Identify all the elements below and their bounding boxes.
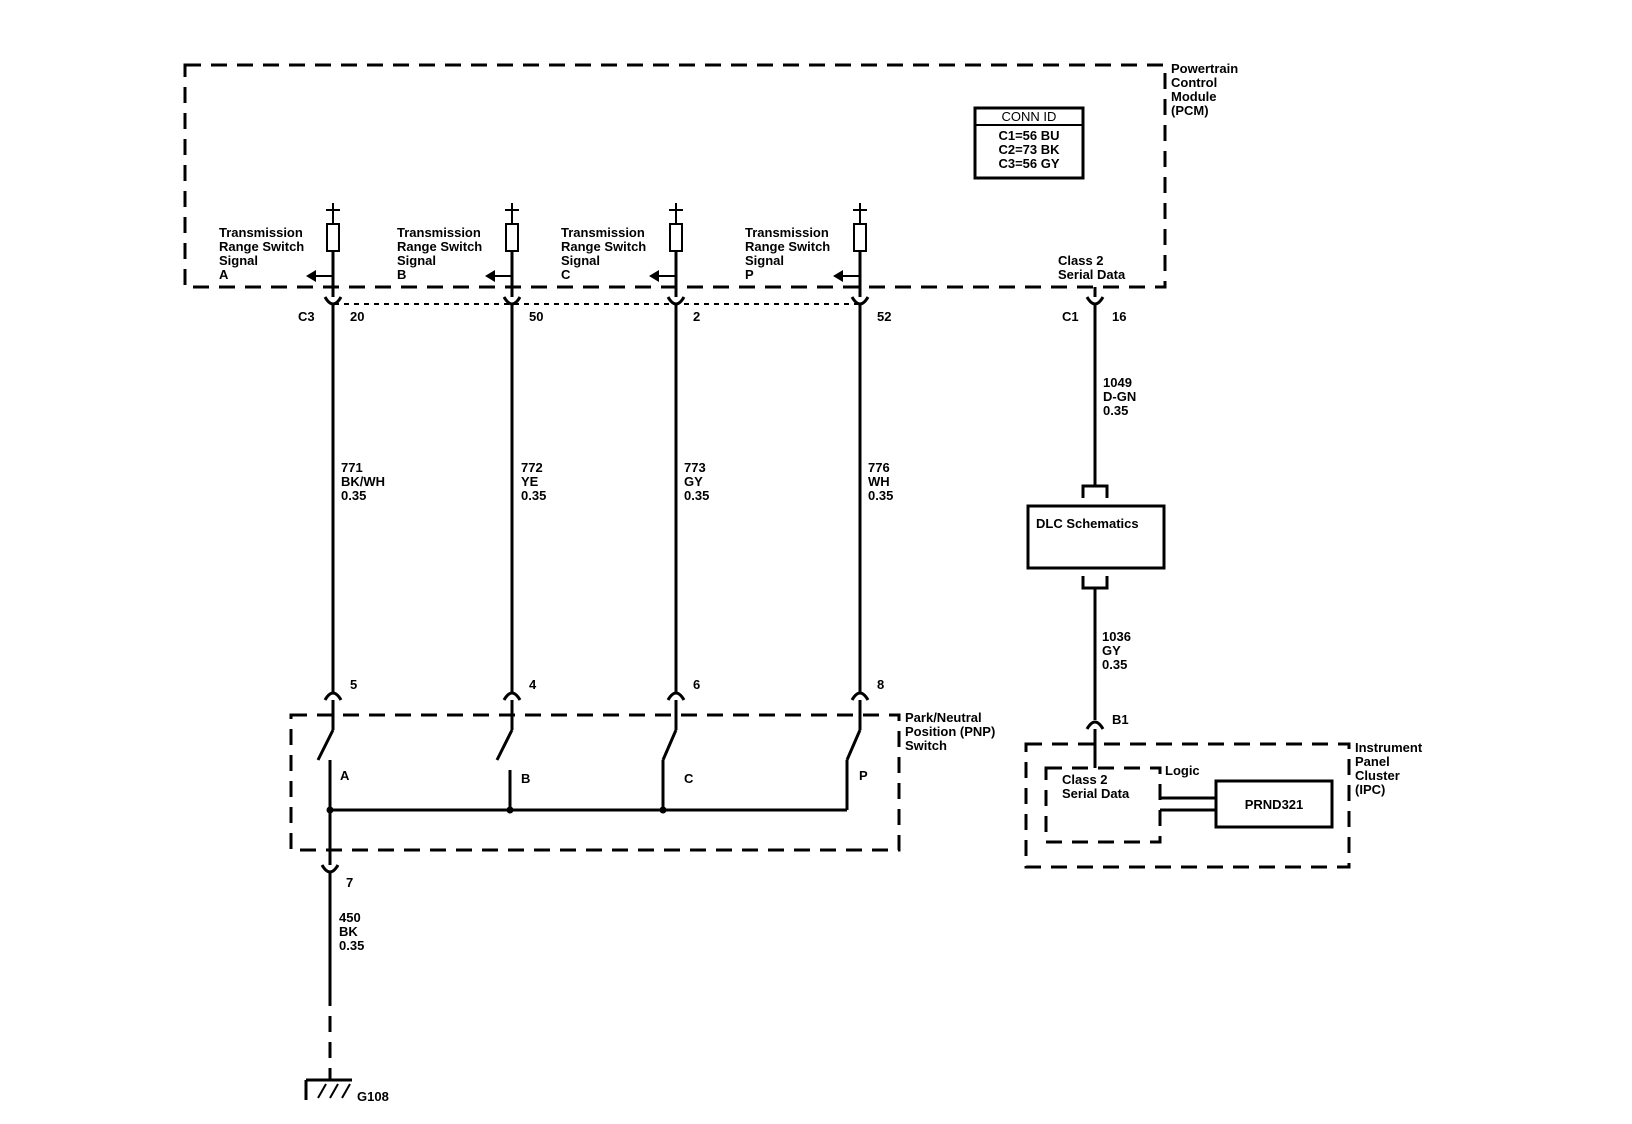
conn-id-line: C2=73 BK bbox=[998, 142, 1060, 157]
ground-pin-label: 7 bbox=[346, 875, 353, 890]
signal-channel-b: Transmission Range Switch Signal B 50 77… bbox=[397, 203, 546, 810]
pnp-switch: Park/Neutral Position (PNP) Switch 7 450… bbox=[289, 710, 999, 1104]
wire-450-label: 450 BK 0.35 bbox=[339, 910, 364, 953]
wire-771-label: 771 BK/WH 0.35 bbox=[341, 460, 389, 503]
pcm-module: Powertrain Control Module (PCM) CONN ID … bbox=[183, 61, 1242, 486]
signal-channel-a: Transmission Range Switch Signal A 20 77… bbox=[219, 203, 389, 783]
switch-contact-a bbox=[316, 729, 335, 761]
contact-label: P bbox=[859, 768, 868, 783]
signal-a-label: Transmission Range Switch Signal A bbox=[219, 225, 308, 282]
pnp-pin-label: 6 bbox=[693, 677, 700, 692]
ipc-terminal bbox=[1085, 720, 1105, 730]
signal-channel-p: Transmission Range Switch Signal P 52 77… bbox=[745, 203, 893, 810]
pnp-pin-label: 5 bbox=[350, 677, 357, 692]
ipc-label: Instrument Panel Cluster (IPC) bbox=[1355, 740, 1426, 797]
connector-c1-label: C1 bbox=[1062, 309, 1079, 324]
ground-terminal bbox=[320, 864, 340, 874]
conn-id-line: C1=56 BU bbox=[998, 128, 1059, 143]
ipc-boundary bbox=[1024, 742, 1351, 869]
signal-p-label: Transmission Range Switch Signal P bbox=[745, 225, 834, 282]
wire-772-label: 772 YE 0.35 bbox=[521, 460, 546, 503]
pnp-terminal bbox=[502, 691, 522, 701]
dlc-upper-connector bbox=[1081, 484, 1109, 498]
signal-arrow-icon bbox=[833, 270, 843, 282]
connector-c1-pin-16: 16 bbox=[1112, 309, 1126, 324]
signal-arrow-icon bbox=[649, 270, 659, 282]
pcm-terminal bbox=[850, 296, 870, 306]
pcm-pin-label: 52 bbox=[877, 309, 891, 324]
conn-id-table: CONN ID C1=56 BU C2=73 BK C3=56 GY bbox=[973, 106, 1085, 180]
pcm-pin-label: 20 bbox=[350, 309, 364, 324]
signal-arrow-icon bbox=[306, 270, 316, 282]
ipc-class2-label: Class 2 Serial Data bbox=[1062, 772, 1130, 801]
contact-label: B bbox=[521, 771, 530, 786]
signal-c-label: Transmission Range Switch Signal C bbox=[561, 225, 650, 282]
pull-up-resistor bbox=[505, 223, 519, 252]
dlc-block: DLC Schematics 1036 GY 0.35 bbox=[1026, 484, 1166, 720]
dlc-lower-connector bbox=[1081, 576, 1109, 590]
pcm-pin-label: 50 bbox=[529, 309, 543, 324]
pnp-terminal bbox=[323, 691, 343, 701]
pull-up-resistor bbox=[853, 223, 867, 252]
switch-contact-c bbox=[661, 729, 678, 761]
conn-id-line: C3=56 GY bbox=[998, 156, 1059, 171]
pcm-terminal bbox=[666, 296, 686, 306]
signal-b-label: Transmission Range Switch Signal B bbox=[397, 225, 486, 282]
pcm-pin-label: 2 bbox=[693, 309, 700, 324]
ground-icon bbox=[304, 1078, 352, 1100]
pnp-terminal bbox=[850, 691, 870, 701]
pnp-boundary bbox=[289, 713, 901, 852]
pcm-label: Powertrain Control Module (PCM) bbox=[1171, 61, 1242, 118]
conn-id-title: CONN ID bbox=[1002, 109, 1057, 124]
wire-1049-label: 1049 D-GN 0.35 bbox=[1103, 375, 1140, 418]
connector-c1-terminal bbox=[1085, 296, 1105, 306]
pnp-terminal bbox=[666, 691, 686, 701]
contact-label: A bbox=[340, 768, 350, 783]
pull-up-resistor bbox=[669, 223, 683, 252]
wire-776-label: 776 WH 0.35 bbox=[868, 460, 893, 503]
signal-channel-c: Transmission Range Switch Signal C 2 773… bbox=[561, 203, 709, 810]
pnp-label: Park/Neutral Position (PNP) Switch bbox=[905, 710, 999, 753]
wire-773-label: 773 GY 0.35 bbox=[684, 460, 709, 503]
pnp-pin-label: 4 bbox=[529, 677, 537, 692]
prnd-display bbox=[1214, 779, 1334, 829]
pull-up-resistor bbox=[326, 223, 340, 252]
switch-contact-b bbox=[495, 729, 514, 761]
ipc-module: B1 Instrument Panel Cluster (IPC) Class … bbox=[1024, 712, 1426, 869]
signal-arrow-icon bbox=[485, 270, 495, 282]
prnd-display-label: PRND321 bbox=[1245, 797, 1304, 812]
dlc-box bbox=[1026, 504, 1166, 570]
ipc-logic-label: Logic bbox=[1165, 763, 1200, 778]
contact-label: C bbox=[684, 771, 694, 786]
dlc-label: DLC Schematics bbox=[1036, 516, 1139, 531]
ipc-pin-label: B1 bbox=[1112, 712, 1129, 727]
connector-c3-label: C3 bbox=[298, 309, 315, 324]
pcm-class2-label: Class 2 Serial Data bbox=[1058, 253, 1126, 282]
pcm-terminal bbox=[323, 296, 343, 306]
ipc-class2-block bbox=[1044, 766, 1162, 844]
ground-id-label: G108 bbox=[357, 1089, 389, 1104]
wire-1036-label: 1036 GY 0.35 bbox=[1102, 629, 1135, 672]
switch-contact-p bbox=[845, 729, 862, 761]
pcm-terminal bbox=[502, 296, 522, 306]
pnp-pin-label: 8 bbox=[877, 677, 884, 692]
